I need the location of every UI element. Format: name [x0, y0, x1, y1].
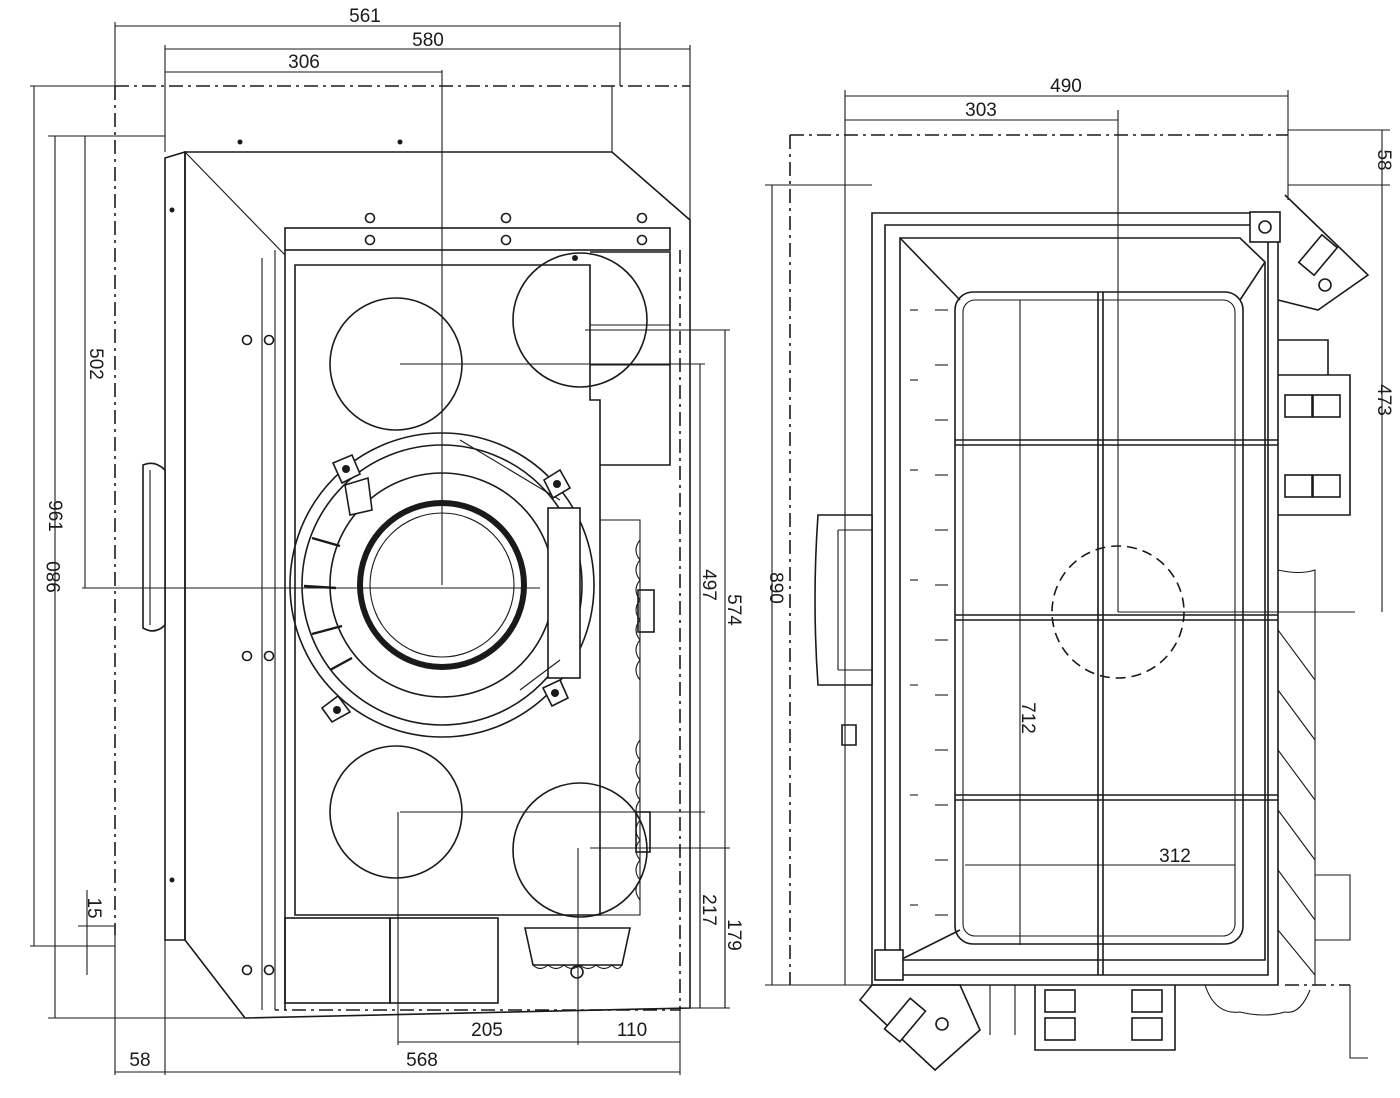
dim-15: 15 [83, 897, 104, 918]
dim-497: 497 [698, 569, 719, 601]
dim-490: 490 [1050, 76, 1082, 97]
dim-58-right: 58 [1373, 149, 1394, 170]
dim-712: 712 [1017, 702, 1038, 734]
dim-980: 980 [44, 561, 65, 593]
dim-568: 568 [406, 1050, 438, 1071]
dim-561: 561 [349, 6, 381, 27]
dim-580: 580 [412, 30, 444, 51]
front-view: 561 580 306 961 980 502 15 497 574 217 1… [30, 6, 744, 1075]
dim-312: 312 [1159, 846, 1191, 867]
dim-890: 890 [765, 572, 786, 604]
top-view: 490 303 58 473 890 712 312 [765, 76, 1394, 1072]
tray-ticks [910, 309, 948, 916]
dim-473: 473 [1373, 384, 1394, 416]
flue-ribs [303, 536, 353, 672]
dim-217: 217 [698, 894, 719, 926]
dim-58-bottom: 58 [129, 1050, 150, 1071]
dim-502: 502 [85, 348, 106, 380]
dim-205: 205 [471, 1020, 503, 1041]
dim-179: 179 [723, 919, 744, 951]
mounting-ears [320, 453, 572, 724]
dim-574: 574 [723, 594, 744, 626]
dim-303: 303 [965, 100, 997, 121]
screws [169, 139, 648, 976]
dim-306: 306 [288, 52, 320, 73]
dim-110: 110 [617, 1020, 647, 1041]
dim-961: 961 [44, 500, 65, 532]
